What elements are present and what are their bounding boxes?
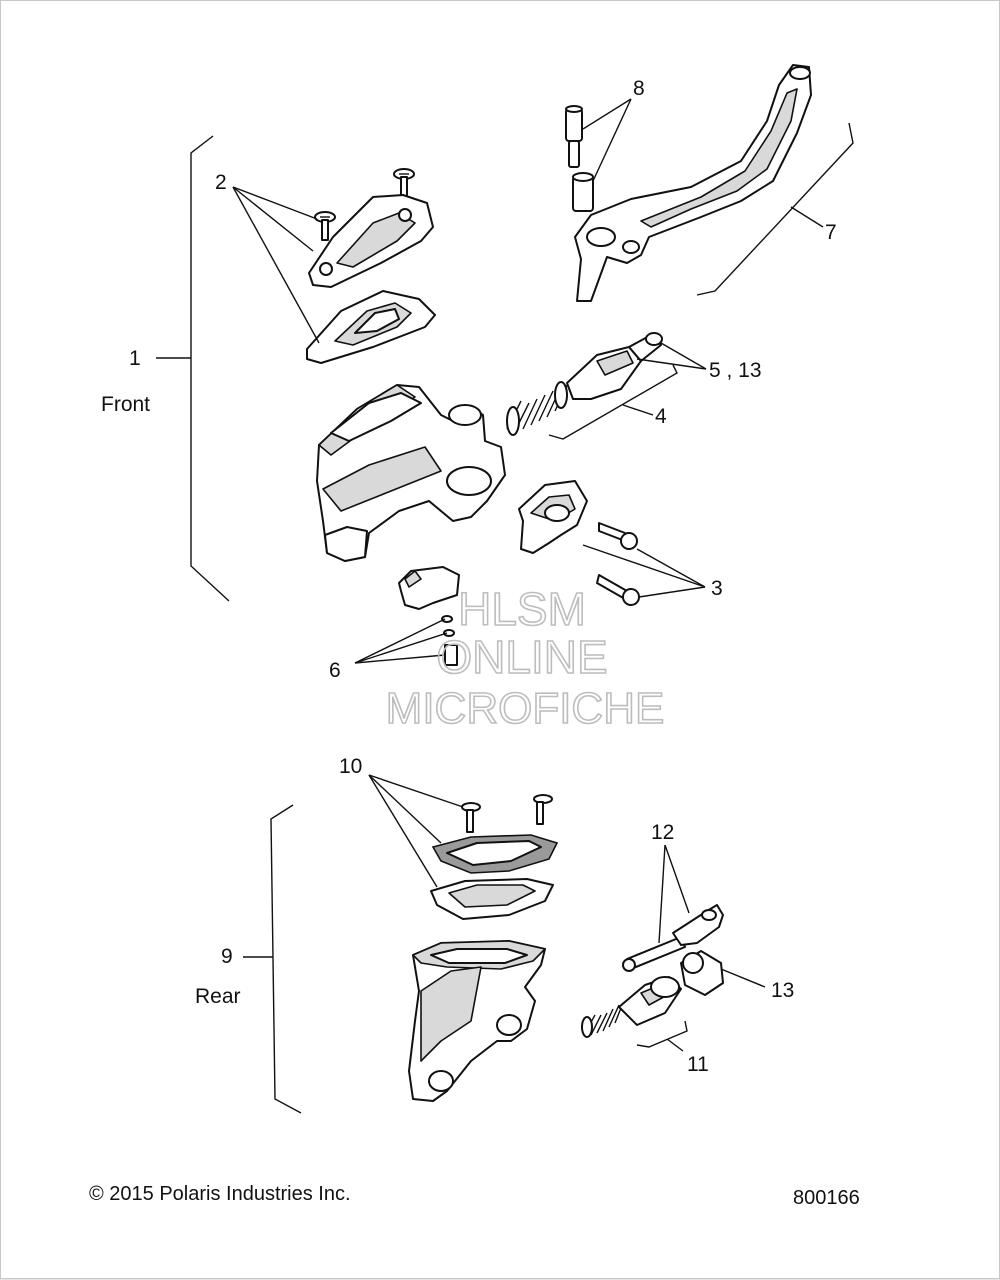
callout-12[interactable]: 12 [651,821,674,844]
callout-13-leader [720,968,766,988]
callout-11[interactable]: 11 [687,1053,709,1076]
rear-group-bracket [243,804,302,1114]
clamp-bolt-lower [596,574,640,606]
front-section-label: Front [101,393,150,416]
callout-3-leaders [582,544,706,598]
rear-callout-9[interactable]: 9 [221,945,233,968]
diagram-number: 800166 [793,1187,860,1209]
rear-piston-spring [581,1002,624,1038]
piston-spring [506,381,568,436]
watermark-line-3: MICROFICHE [386,684,665,733]
callout-6-leaders [354,618,448,664]
brake-light-switch-part[interactable] [398,566,460,666]
rear-reservoir-cover-part[interactable] [430,794,559,920]
rear-cover-screw-right [533,794,553,825]
callout-5-13[interactable]: 5 , 13 [709,359,762,382]
lever-pivot-pin-part[interactable] [565,105,594,212]
callout-7[interactable]: 7 [825,221,837,244]
callout-10[interactable]: 10 [339,755,362,778]
front-reservoir-cover-part[interactable] [306,168,436,364]
cover-screw-right [393,168,415,198]
rear-piston-assembly-part[interactable] [581,976,682,1038]
front-group-bracket [156,135,230,602]
callout-10-leaders [368,774,464,888]
rear-boot-part[interactable] [680,950,724,996]
callout-11-bracket [636,1020,688,1052]
watermark-line-1: HLSM [458,583,586,635]
front-callout-1[interactable]: 1 [129,347,141,370]
callout-6[interactable]: 6 [329,659,341,682]
callout-8[interactable]: 8 [633,77,645,100]
copyright-notice: © 2015 Polaris Industries Inc. [89,1183,351,1205]
callout-4-bracket [548,364,678,440]
rear-pushrod-clevis-part[interactable] [622,904,724,972]
callout-4[interactable]: 4 [655,405,667,428]
callout-3[interactable]: 3 [711,577,723,600]
callout-2[interactable]: 2 [215,171,227,194]
watermark: HLSM ONLINE MICROFICHE [385,582,665,734]
clamp-bolt-upper [598,522,638,550]
cover-screw-left [314,211,336,241]
front-master-cylinder-body[interactable] [316,384,506,562]
front-brake-lever-part[interactable] [574,64,812,302]
watermark-line-2: ONLINE [436,631,607,683]
rear-section-label: Rear [195,985,241,1008]
callout-13[interactable]: 13 [771,979,794,1002]
callout-2-leaders [232,186,320,344]
callout-5-13-leaders [636,342,707,370]
rear-master-cylinder-body[interactable] [408,940,546,1102]
rear-cover-screw-left [461,802,481,833]
callout-12-leaders [658,844,690,944]
callout-7-bracket [696,122,854,296]
front-piston-assembly-part[interactable] [506,332,663,436]
callout-8-leaders [582,98,632,182]
